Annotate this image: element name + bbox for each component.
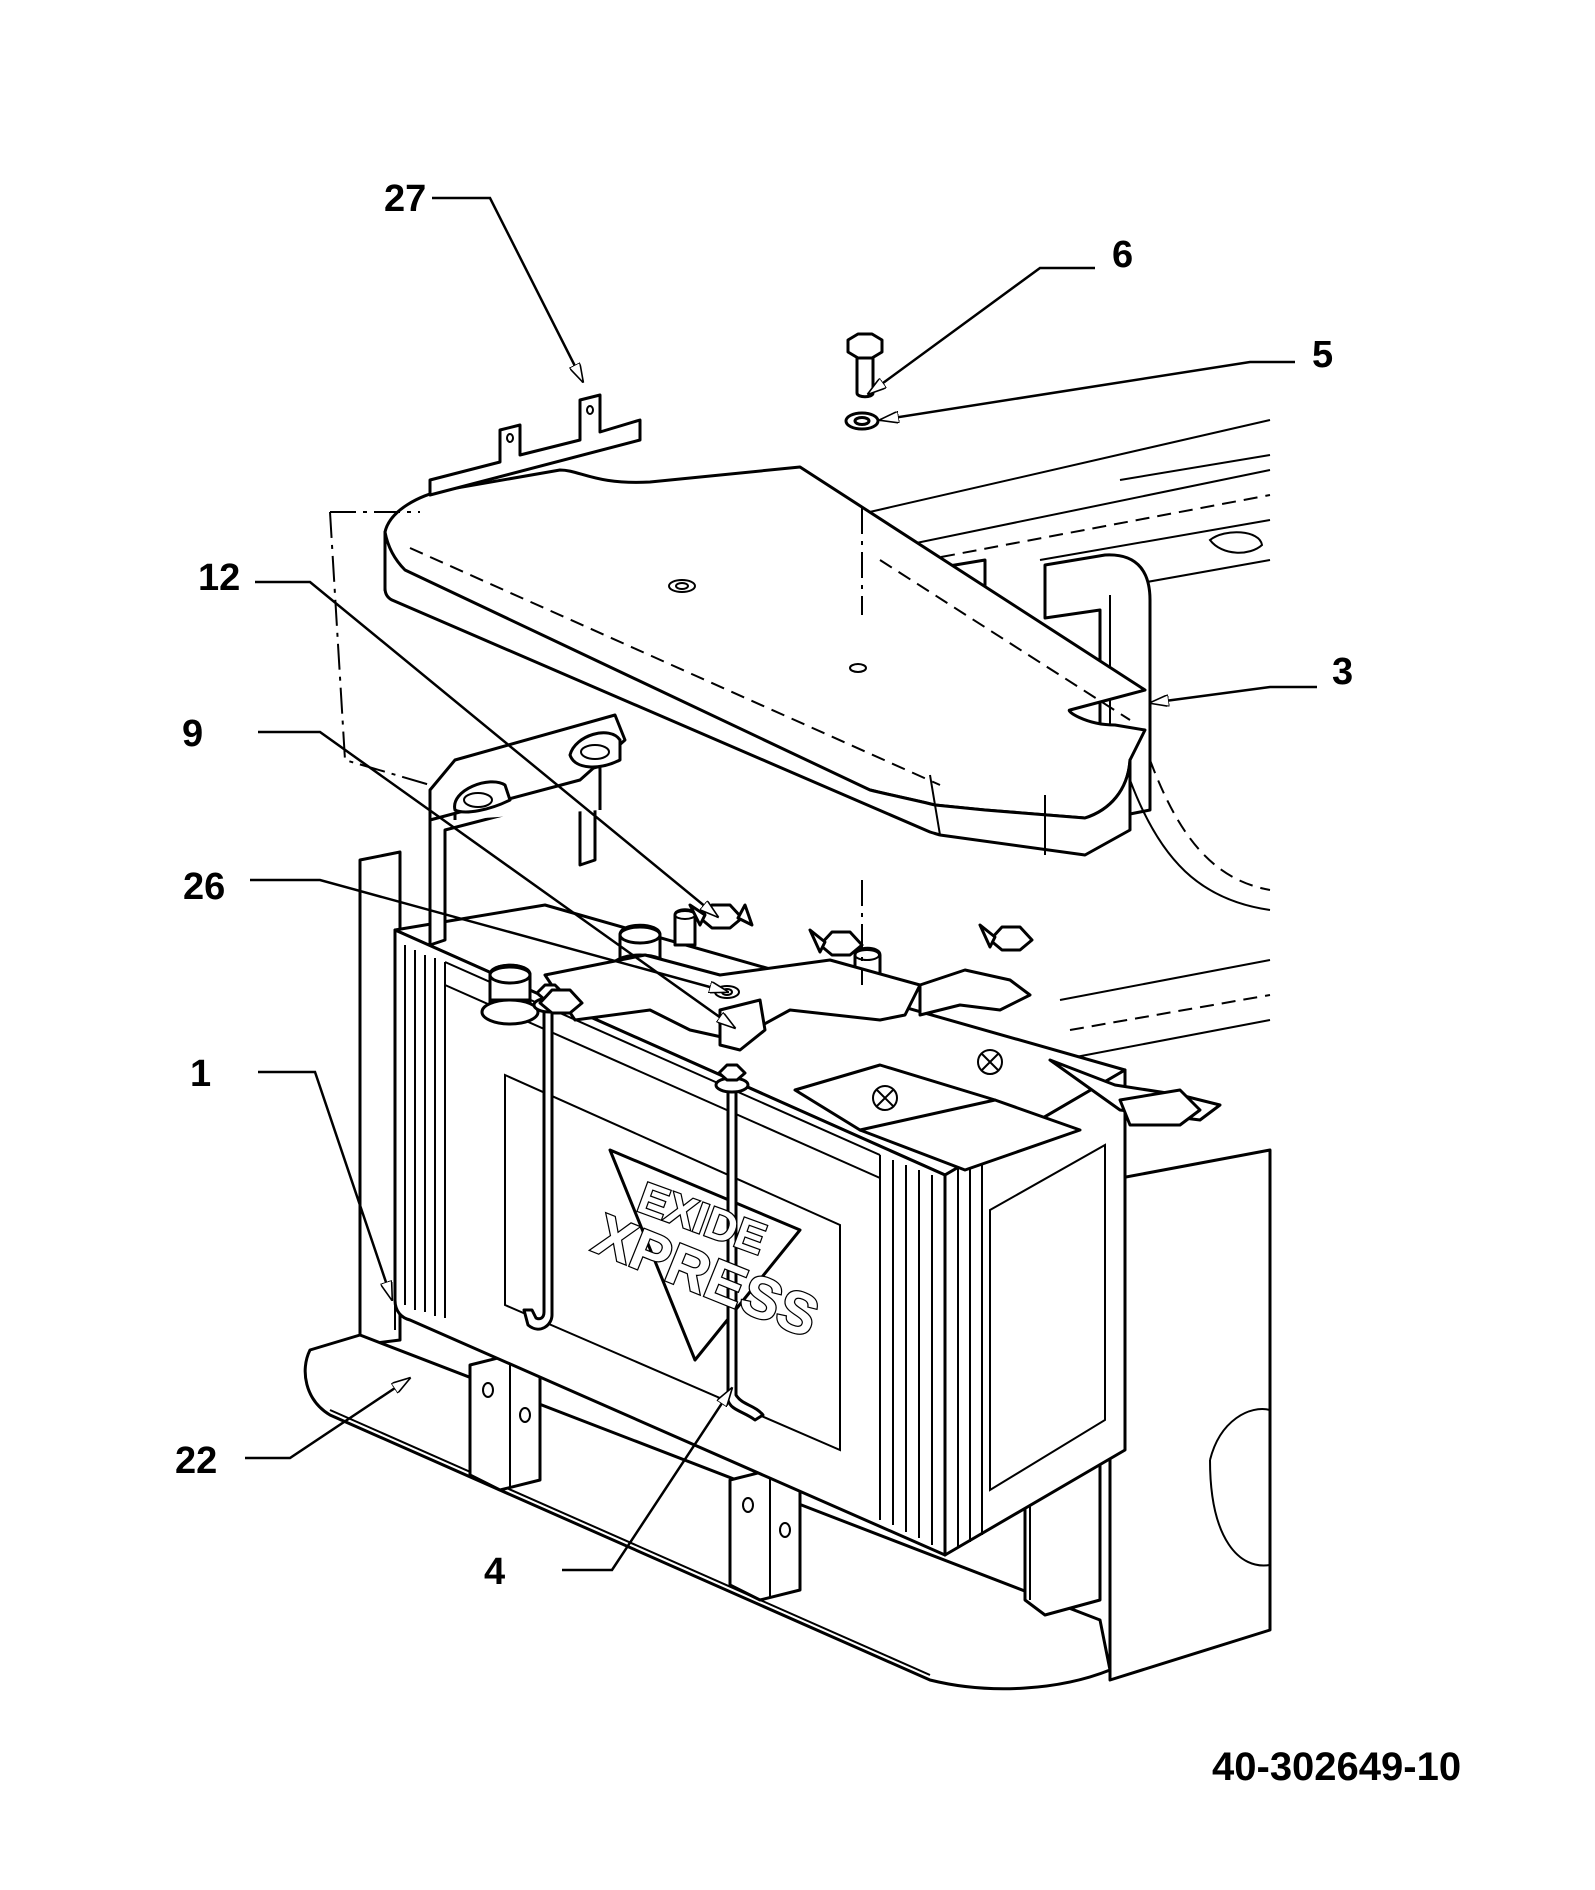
leader-6 xyxy=(868,266,1095,394)
battery-tray-22 xyxy=(303,850,1272,1691)
callout-labels: 27 6 5 12 3 9 26 1 22 4 xyxy=(175,178,1353,1593)
callout-1: 1 xyxy=(190,1053,211,1095)
leader-4 xyxy=(562,1388,732,1572)
leader-12 xyxy=(255,580,718,917)
wing-nut-12 xyxy=(538,903,1034,1015)
leader-26 xyxy=(250,878,728,992)
callout-9: 9 xyxy=(182,713,203,755)
callout-leaders xyxy=(245,196,1317,1572)
bolt-6-and-washer-5 xyxy=(844,332,884,431)
callout-27: 27 xyxy=(384,178,426,220)
leader-1 xyxy=(258,1070,392,1300)
callout-6: 6 xyxy=(1112,234,1133,276)
drawing-number: 40-302649-10 xyxy=(1212,1745,1461,1789)
callout-22: 22 xyxy=(175,1440,217,1482)
leader-22 xyxy=(245,1378,410,1460)
callout-4: 4 xyxy=(484,1551,505,1593)
leader-3 xyxy=(1150,685,1317,703)
mounting-bracket-26 xyxy=(428,713,627,947)
callout-12: 12 xyxy=(198,557,240,599)
leader-9 xyxy=(258,730,735,1028)
callout-3: 3 xyxy=(1332,651,1353,693)
callout-26: 26 xyxy=(183,866,225,908)
callout-5: 5 xyxy=(1312,334,1333,376)
battery-cover-3 xyxy=(383,393,1147,857)
leader-5 xyxy=(880,360,1295,420)
assembly-center-lines xyxy=(329,508,863,985)
leader-27 xyxy=(432,196,583,382)
